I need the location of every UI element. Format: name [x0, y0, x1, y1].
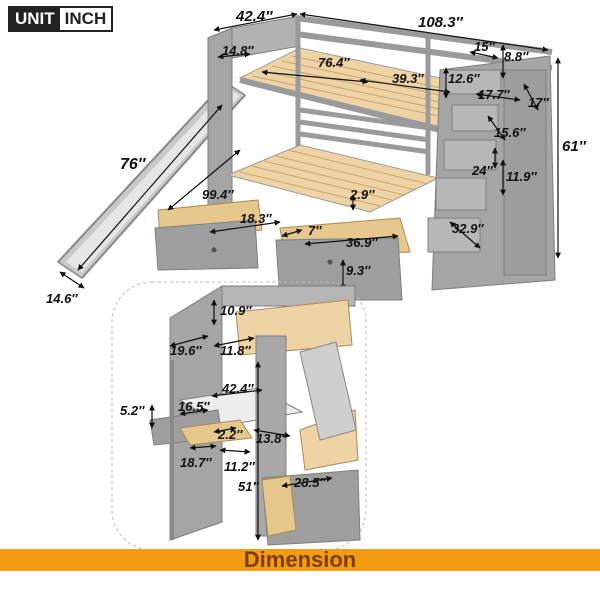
dim-label: 11.9″	[506, 169, 537, 184]
dim-label: 2.2″	[218, 427, 243, 442]
dim-label: 28.5″	[294, 475, 326, 490]
dim-label: 36.9″	[346, 235, 378, 250]
dim-label: 32.9″	[452, 221, 484, 236]
dim-label: 42.4″	[222, 381, 254, 396]
unit-badge: UNIT INCH	[8, 6, 114, 32]
dim-label: 11.8″	[220, 343, 251, 358]
dim-label: 51″	[238, 479, 259, 494]
dim-label: 24″	[472, 163, 493, 178]
dim-label: 19.6″	[170, 343, 202, 358]
dimension-banner	[0, 549, 600, 571]
unit-badge-unit: UNIT	[10, 8, 60, 30]
dim-label: 15.6″	[494, 125, 526, 140]
dim-label: 108.3″	[418, 14, 463, 31]
dim-label: 76″	[120, 156, 146, 173]
dim-label: 18.3″	[240, 211, 272, 226]
dim-label: 7″	[308, 223, 322, 238]
dim-label: 18.7″	[180, 455, 212, 470]
dim-label: 16.5″	[178, 399, 210, 414]
dim-label: 61″	[562, 138, 586, 155]
dim-label: 76.4″	[318, 55, 350, 70]
detail-frame	[111, 281, 367, 551]
dim-label: 42.4″	[236, 8, 273, 25]
unit-badge-inch: INCH	[59, 8, 112, 30]
dimension-title: Dimension	[243, 547, 357, 572]
dim-label: 2.9″	[350, 187, 375, 202]
dim-label: 99.4″	[202, 187, 234, 202]
dim-label: 39.3″	[392, 71, 424, 86]
top-dimension-lines	[59, 11, 561, 291]
dim-label: 11.2″	[224, 459, 255, 474]
dim-label: 14.6″	[46, 291, 78, 306]
dim-label: 17″	[528, 95, 549, 110]
dim-label: 13.8″	[256, 431, 288, 446]
detail-dimension-lines	[149, 299, 333, 541]
dim-label: 5.2″	[120, 403, 145, 418]
dim-label: 9.3″	[346, 263, 371, 278]
dim-label: 8.8″	[504, 49, 529, 64]
dim-label: 15″	[474, 39, 495, 54]
dim-label: 17.7″	[478, 87, 510, 102]
desk-drawing	[149, 285, 361, 546]
dim-label: 12.6″	[448, 71, 480, 86]
dim-label: 10.9″	[220, 303, 252, 318]
dim-label: 14.8″	[222, 43, 254, 58]
